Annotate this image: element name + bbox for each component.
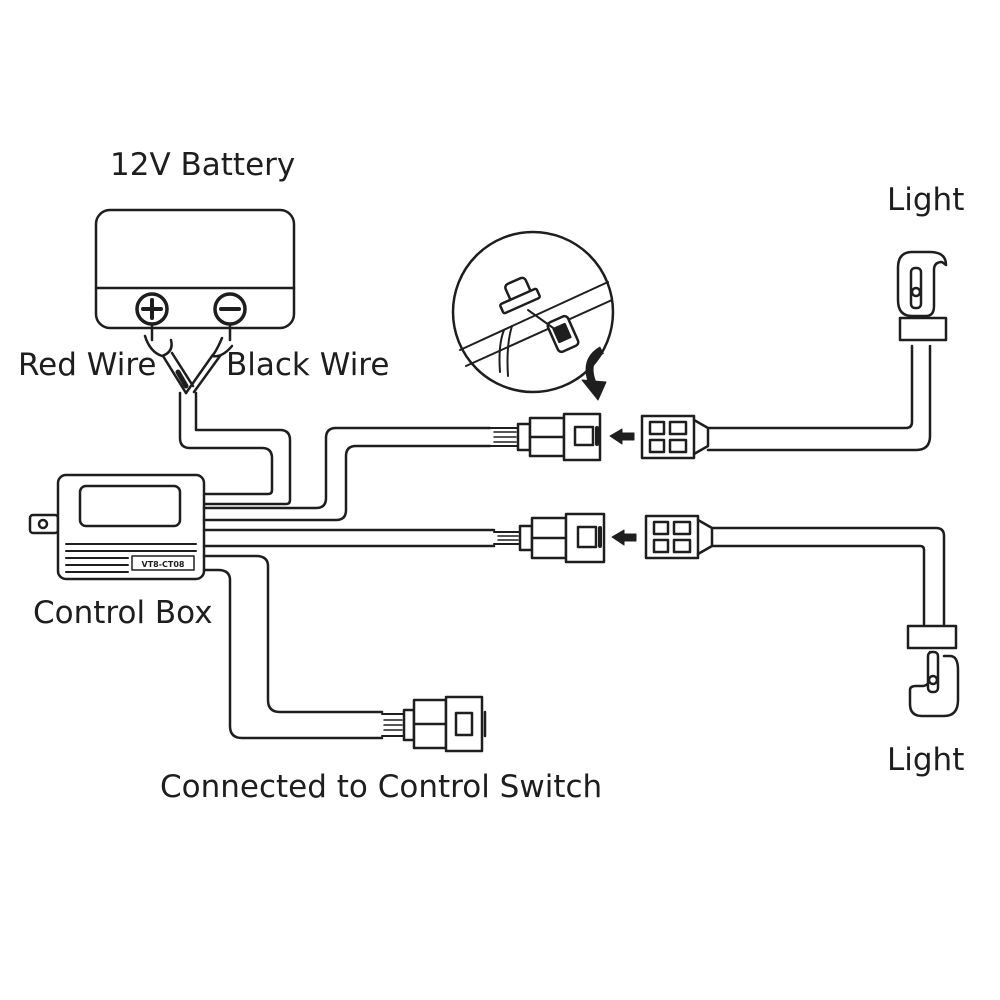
connector-top-female (489, 412, 602, 462)
battery (94, 208, 296, 330)
harness-switch (202, 554, 384, 740)
control-box-label: Control Box (33, 595, 213, 631)
light-bottom-icon (906, 624, 960, 718)
battery-clamps (143, 324, 234, 395)
positive-terminal-icon (135, 292, 169, 326)
negative-terminal-icon (213, 292, 247, 326)
connector-bottom-female (493, 512, 606, 564)
black-wire-label: Black Wire (226, 347, 390, 383)
battery-label: 12V Battery (110, 147, 296, 183)
arrow-bottom-icon (611, 529, 637, 546)
control-switch-label: Connected to Control Switch (160, 769, 603, 805)
clip-detail-inset (451, 230, 615, 394)
connector-bottom-male (644, 514, 714, 560)
harness-top (202, 426, 492, 522)
control-box-tag: VT8-CT08 (142, 560, 185, 569)
light-bottom-wire (710, 526, 946, 626)
control-box: VT8-CT08 (28, 473, 206, 581)
connector-switch (381, 695, 487, 753)
red-wire-label: Red Wire (18, 347, 157, 383)
connector-top-male (640, 414, 710, 460)
arrow-top-icon (609, 428, 635, 445)
curved-arrow-icon (581, 346, 607, 401)
light-top-icon (896, 250, 948, 342)
light-bottom-label: Light (887, 742, 965, 778)
battery-wire (178, 391, 292, 506)
light-top-label: Light (887, 182, 965, 218)
light-top-wire (706, 344, 932, 452)
harness-bottom (202, 528, 496, 548)
